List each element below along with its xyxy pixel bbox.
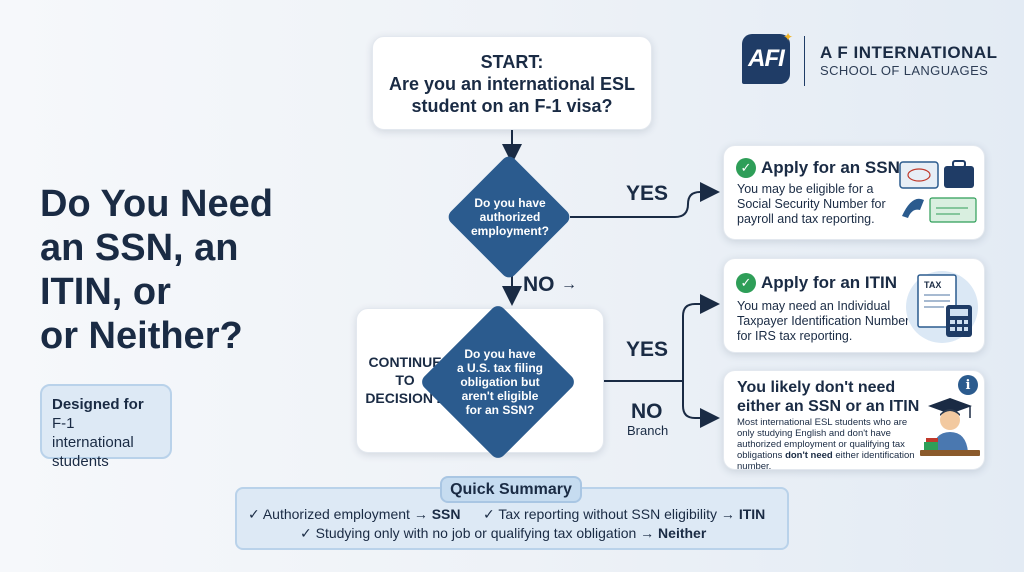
result-title-itin: Apply for an ITIN (761, 273, 897, 292)
title-line: ITIN, or (40, 271, 171, 313)
summary-item-result: Neither (658, 525, 707, 541)
tax-form-label: TAX (924, 280, 941, 290)
start-question-line: Are you an international ESL (388, 74, 636, 94)
designed-for-line: F-1 international (52, 415, 134, 451)
summary-item-text: ✓ Tax reporting without SSN eligibility … (483, 506, 735, 522)
logo-divider (804, 36, 805, 86)
designed-for-badge: Designed for F-1 international students (40, 384, 172, 470)
decision2-line: a U.S. tax filing (456, 361, 543, 375)
result-title-neither: You likely don't need either an SSN or a… (737, 379, 920, 415)
summary-item-text: ✓ Authorized employment → (248, 506, 428, 522)
quick-summary-title: Quick Summary (440, 476, 582, 503)
designed-for-line: students (52, 453, 109, 470)
info-icon: i (958, 375, 978, 395)
decision2-text: Do you have a U.S. tax filing obligation… (450, 347, 550, 417)
title-line: Do You Need (40, 183, 273, 225)
continue-line: TO (395, 372, 415, 388)
summary-item-neither: ✓ Studying only with no job or qualifyin… (300, 525, 706, 542)
decision2-line: aren't eligible (461, 389, 539, 403)
no2-connector (682, 381, 720, 428)
result-title-ssn: Apply for an SSN (761, 158, 900, 177)
result-body-ssn: You may be eligible for a Social Securit… (737, 182, 886, 226)
check-circle-icon: ✓ (736, 273, 756, 293)
result-body-text: Most international ESL students who are … (737, 417, 908, 461)
continue-line: CONTINUE (368, 354, 442, 370)
decision1-line: authorized (479, 210, 541, 224)
decision1-text: Do you have authorized employment? (462, 196, 558, 238)
continue-label: CONTINUE TO DECISION 2 (362, 353, 448, 407)
check-circle-icon: ✓ (736, 158, 756, 178)
start-label: START: (480, 52, 544, 72)
branch-sublabel: Branch (627, 423, 669, 438)
ssn-card-briefcase-check-icon (899, 160, 977, 223)
yes1-connector (570, 182, 720, 218)
result-body-emphasis: don't need (785, 450, 833, 461)
start-node: START: Are you an international ESL stud… (372, 36, 652, 130)
summary-item-ssn: ✓ Authorized employment → SSN (248, 506, 461, 523)
title-line: an SSN, an (40, 227, 239, 269)
start-question-line: student on an F-1 visa? (411, 96, 613, 116)
school-name: A F INTERNATIONAL (820, 43, 998, 62)
no-branch-label: NO (631, 400, 663, 423)
summary-item-itin: ✓ Tax reporting without SSN eligibility … (483, 506, 765, 523)
summary-item-text: ✓ Studying only with no job or qualifyin… (300, 525, 655, 541)
decision1-line: Do you have (474, 196, 546, 210)
school-logo-mark: AFI (742, 34, 790, 84)
continue-line: DECISION 2 (365, 390, 445, 406)
logo-star-icon: ✦ (783, 30, 794, 44)
decision2-line: for an SSN? (465, 403, 535, 417)
graduate-student-icon (920, 398, 980, 456)
decision2-line: obligation but (460, 375, 540, 389)
yes2-connector (682, 294, 720, 381)
yes-branch-label: YES (626, 182, 669, 205)
tax-form-calculator-icon: TAX (906, 271, 978, 343)
result-body-itin: You may need an Individual Taxpayer Iden… (737, 299, 910, 343)
result-body-neither: Most international ESL students who are … (737, 417, 917, 472)
page-title: Do You Need an SSN, an ITIN, or or Neith… (40, 182, 340, 358)
result-body-text: either identification number. (737, 450, 915, 472)
decision2-line: Do you have (464, 347, 536, 361)
decision1-line: employment? (470, 224, 549, 238)
school-subtitle: SCHOOL OF LANGUAGES (820, 63, 989, 78)
summary-item-result: SSN (431, 506, 461, 522)
summary-item-result: ITIN (738, 506, 766, 522)
arrow-right-icon: → (561, 276, 577, 293)
yes-branch-label: YES (626, 338, 669, 361)
designed-for-heading: Designed for (52, 396, 144, 413)
no-branch-label: NO (523, 273, 555, 296)
result-card-ssn (723, 145, 985, 240)
title-line: or Neither? (40, 315, 243, 357)
